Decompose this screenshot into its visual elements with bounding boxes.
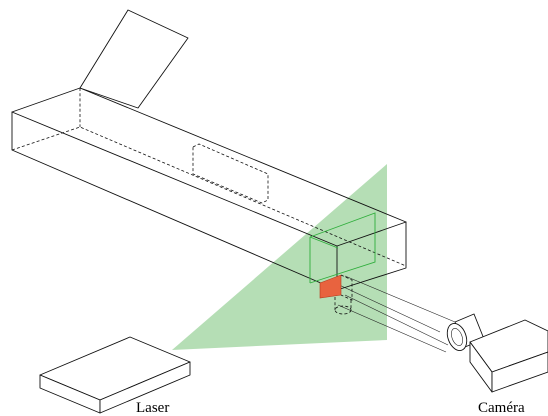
camera-lens <box>446 313 485 351</box>
camera-label: Caméra <box>478 400 525 416</box>
camera-sight-lines <box>334 275 456 353</box>
target-base-ellipse <box>334 305 352 315</box>
laser-light-sheet <box>172 164 387 350</box>
camera-body <box>469 319 548 393</box>
target-outline-dashed <box>340 274 353 301</box>
side-window <box>192 143 269 204</box>
laser-label: Laser <box>136 400 169 416</box>
laser-box <box>39 336 191 414</box>
lid-flap <box>79 9 189 109</box>
measurement-volume <box>309 212 376 284</box>
